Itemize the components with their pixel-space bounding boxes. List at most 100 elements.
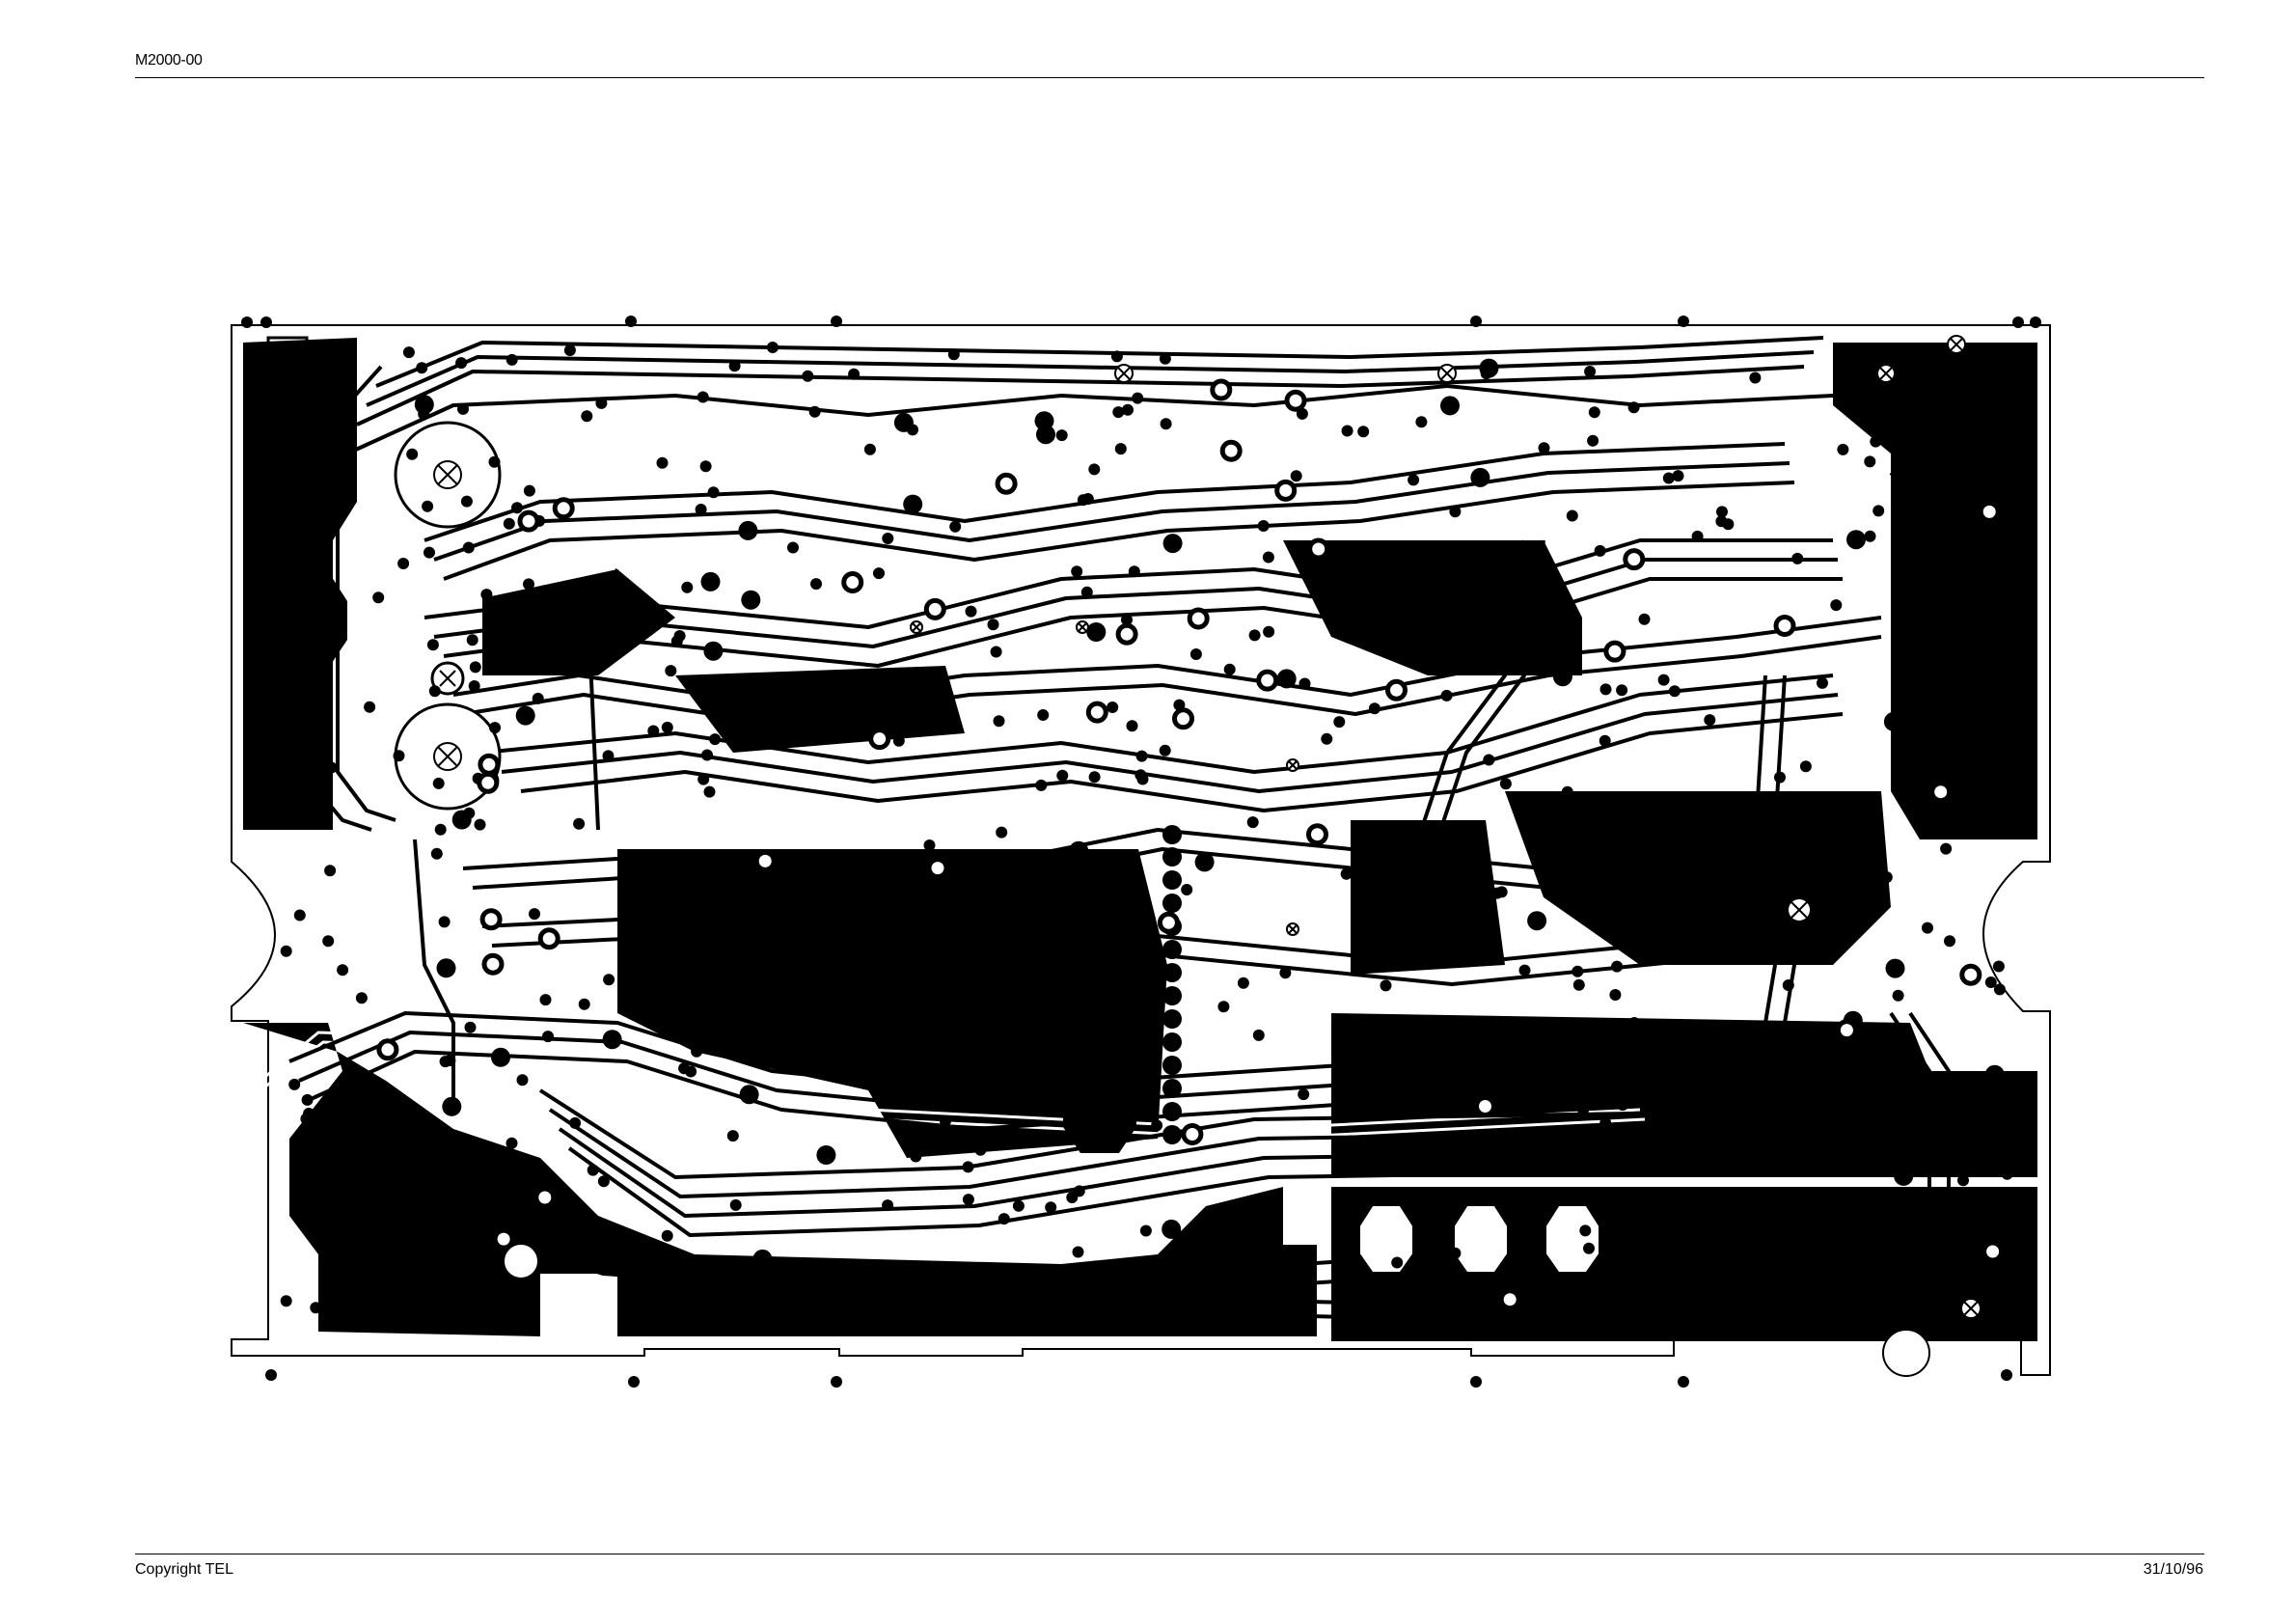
pad xyxy=(336,372,355,392)
pad xyxy=(603,1030,622,1049)
ring-pad xyxy=(540,930,558,948)
pad xyxy=(1151,1119,1162,1131)
pad xyxy=(1550,597,1570,617)
pad xyxy=(356,992,368,1004)
pad xyxy=(1056,429,1068,441)
pad xyxy=(364,701,375,713)
pad xyxy=(1088,463,1100,475)
pad xyxy=(665,665,676,676)
pad xyxy=(422,501,433,512)
pad xyxy=(1847,1122,1859,1134)
pad xyxy=(893,735,905,747)
pad xyxy=(1127,720,1138,731)
pad xyxy=(489,722,501,733)
pad xyxy=(1919,634,1938,653)
pad xyxy=(1238,977,1249,989)
pad xyxy=(991,646,1002,658)
pad xyxy=(2008,355,2019,367)
pad xyxy=(1628,401,1640,413)
pad xyxy=(647,726,659,737)
pad xyxy=(394,750,405,761)
pad xyxy=(727,1130,739,1142)
pad xyxy=(429,685,441,697)
pad xyxy=(697,774,709,785)
pad xyxy=(1341,868,1353,880)
pad xyxy=(1986,804,2006,823)
pad xyxy=(569,1117,581,1129)
pad xyxy=(1365,1151,1377,1163)
pad xyxy=(1435,1274,1454,1293)
pad xyxy=(703,642,723,661)
ring-pad xyxy=(1310,540,1327,558)
pad xyxy=(579,999,590,1010)
pad xyxy=(302,591,321,610)
pad xyxy=(1800,760,1812,772)
pad xyxy=(1071,565,1082,577)
pad xyxy=(1148,944,1160,955)
pad xyxy=(588,1165,599,1176)
pad xyxy=(657,457,669,469)
pad xyxy=(697,1259,708,1271)
pad xyxy=(303,1117,314,1129)
pad xyxy=(810,578,822,590)
pad xyxy=(403,346,415,358)
pad xyxy=(1628,1017,1640,1029)
pad xyxy=(1948,1116,1967,1136)
pad xyxy=(442,1097,461,1116)
pad xyxy=(1093,864,1105,875)
pad xyxy=(435,824,447,836)
pad xyxy=(1611,961,1623,973)
pad xyxy=(1658,869,1678,889)
pad xyxy=(1357,426,1369,437)
pad xyxy=(603,750,615,761)
pad xyxy=(431,848,443,860)
pad xyxy=(1620,1285,1631,1297)
pad xyxy=(1354,590,1366,601)
pad xyxy=(529,908,540,920)
pad xyxy=(1519,965,1531,977)
pad xyxy=(1932,658,1944,670)
pad xyxy=(564,344,576,356)
ring-pad xyxy=(1189,610,1207,627)
ring-pad xyxy=(929,860,946,877)
pad xyxy=(604,647,615,659)
pad xyxy=(540,994,552,1005)
pad xyxy=(1159,1305,1170,1316)
ring-pad xyxy=(756,852,774,869)
pad xyxy=(1767,1128,1779,1140)
pad xyxy=(1850,925,1862,937)
pad xyxy=(1140,1225,1152,1237)
pad xyxy=(1074,1185,1085,1197)
ring-pad xyxy=(1962,966,1980,983)
pad xyxy=(1013,1200,1025,1212)
pad xyxy=(1616,684,1627,696)
pad xyxy=(723,1015,734,1027)
pad xyxy=(1160,745,1171,756)
pad xyxy=(1599,735,1611,747)
pad xyxy=(1886,959,1905,978)
pad xyxy=(787,542,799,554)
pad xyxy=(1602,805,1614,816)
pad xyxy=(1126,888,1137,899)
pad xyxy=(504,518,515,530)
pad xyxy=(1966,515,1978,527)
pad xyxy=(1943,567,1962,587)
pad xyxy=(802,371,813,382)
pad xyxy=(1253,1030,1265,1041)
pad xyxy=(1224,664,1236,675)
pad xyxy=(581,410,592,422)
pad xyxy=(1759,1227,1770,1239)
pad xyxy=(898,1275,910,1286)
pad xyxy=(1881,871,1893,883)
pad xyxy=(1491,1088,1503,1100)
ring-pad xyxy=(379,1041,396,1059)
pad xyxy=(1449,1248,1461,1259)
pad xyxy=(974,1144,986,1156)
pad xyxy=(1132,393,1143,404)
document-date: 31/10/96 xyxy=(2144,1561,2203,1579)
pad xyxy=(691,1046,702,1058)
pad xyxy=(697,392,709,403)
pad xyxy=(1435,1036,1446,1048)
pad xyxy=(1993,961,2005,973)
pad xyxy=(1333,1192,1345,1203)
